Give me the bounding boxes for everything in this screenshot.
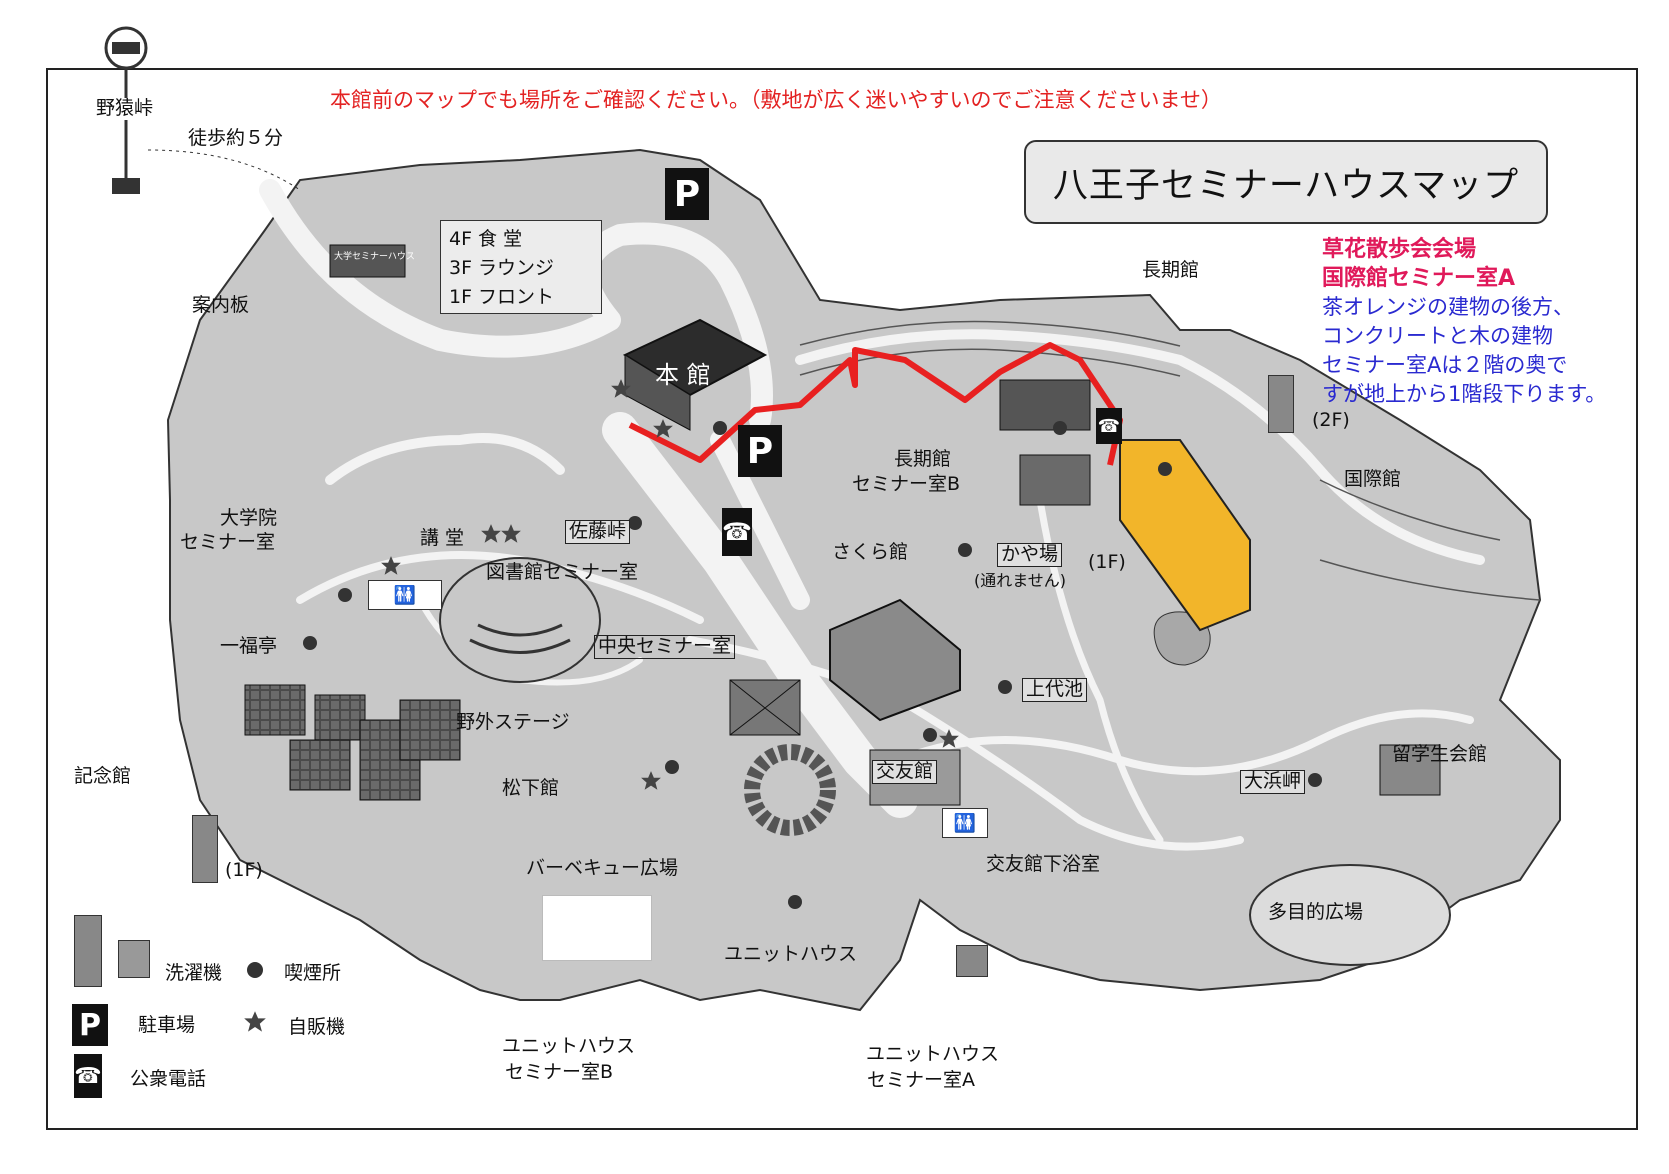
legend-parking: 駐車場 <box>138 1014 196 1036</box>
legend-vending: 自販機 <box>288 1016 346 1038</box>
label-daigakuin-1: 大学院 <box>220 507 278 529</box>
walk-time: 徒歩約５分 <box>188 127 284 149</box>
label-unit-b-2: セミナー室B <box>505 1061 614 1083</box>
venue-desc-2: コンクリートと木の建物 <box>1322 324 1553 348</box>
parking-icon: P <box>72 1004 108 1046</box>
label-kayaba: かや場 <box>997 543 1063 567</box>
label-kokusai-1f: (1F) <box>1088 551 1126 573</box>
label-chuo: 中央セミナー室 <box>594 635 736 659</box>
label-yagai: 野外ステージ <box>456 711 570 733</box>
phone-icon: ☎ <box>74 1054 102 1098</box>
legend-phone: 公衆電話 <box>130 1068 207 1090</box>
venue-info: 草花散歩会会場 国際館セミナー室A 茶オレンジの建物の後方、 コンクリートと木の… <box>1322 235 1606 409</box>
venue-desc-3: セミナー室Aは２階の奥で <box>1322 353 1568 377</box>
label-daigakuin-2: セミナー室 <box>180 531 276 553</box>
floor-3f: 3F ラウンジ <box>449 257 555 279</box>
route-line <box>628 342 1123 466</box>
label-kokusai: 国際館 <box>1344 468 1402 490</box>
washing-machine-icon <box>1268 375 1294 433</box>
label-bbq: バーベキュー広場 <box>526 857 679 879</box>
washing-machine-icon <box>74 915 102 987</box>
label-kinen-1f: (1F) <box>225 859 263 881</box>
venue-desc-4: すが地上から1階段下ります。 <box>1322 382 1607 406</box>
label-toshokan: 図書館セミナー室 <box>486 561 639 583</box>
phone-icon: ☎ <box>722 508 752 556</box>
washing-machine-icon <box>192 815 218 883</box>
label-ryugaku: 留学生会館 <box>1392 743 1488 765</box>
toilet-icon: 🚻 <box>942 808 988 838</box>
legend-smoking: 喫煙所 <box>284 962 342 984</box>
label-matsushita: 松下館 <box>502 777 560 799</box>
parking-icon: P <box>738 425 782 477</box>
label-unit-a-2: セミナー室A <box>867 1069 975 1091</box>
bbq-image <box>542 895 652 961</box>
label-honkan: 本 館 <box>655 361 711 389</box>
label-kamishiro: 上代池 <box>1022 678 1088 702</box>
floor-4f: 4F 食 堂 <box>449 228 523 250</box>
label-unit: ユニットハウス <box>724 943 858 965</box>
venue-room: 国際館セミナー室A <box>1322 266 1516 291</box>
venue-building <box>1119 439 1251 632</box>
label-ippuku: 一福亭 <box>220 635 278 657</box>
label-kokusai-2f: (2F) <box>1312 409 1350 431</box>
label-koyu: 交友館 <box>872 760 938 784</box>
label-choki-seminar-2: セミナー室B <box>852 473 961 495</box>
toilet-icon: 🚻 <box>368 580 442 610</box>
label-kayaba-note: (通れません) <box>974 571 1067 590</box>
label-annai: 案内板 <box>192 294 250 316</box>
parking-icon: P <box>665 168 709 220</box>
label-tamokuteki: 多目的広場 <box>1268 901 1364 923</box>
label-kodo: 講 堂 <box>420 527 465 549</box>
label-unit-a-1: ユニットハウス <box>866 1043 1000 1065</box>
notice-text: 本館前のマップでも場所をご確認ください。（敷地が広く迷いやすいのでご注意ください… <box>330 88 1222 112</box>
map-frame <box>46 68 1638 1130</box>
label-kinen: 記念館 <box>74 765 132 787</box>
venue-event: 草花散歩会会場 <box>1322 237 1477 262</box>
label-sakura: さくら館 <box>832 541 909 563</box>
map-title: 八王子セミナーハウスマップ <box>1024 140 1548 224</box>
legend-laundry: 洗濯機 <box>165 962 223 984</box>
label-choki: 長期館 <box>1142 259 1200 281</box>
label-ohama: 大浜岬 <box>1240 770 1306 794</box>
washing-machine-icon <box>956 945 988 977</box>
campus-ground <box>166 148 1561 1012</box>
floor-1f: 1F フロント <box>449 286 555 308</box>
label-unit-b-1: ユニットハウス <box>502 1035 636 1057</box>
venue-desc-1: 茶オレンジの建物の後方、 <box>1322 295 1574 319</box>
washing-machine-icon <box>118 940 150 978</box>
phone-icon: ☎ <box>1096 408 1122 444</box>
bus-stop-name: 野猿峠 <box>96 97 154 120</box>
label-koyu-bath: 交友館下浴室 <box>986 853 1101 875</box>
label-choki-seminar-1: 長期館 <box>894 448 952 470</box>
label-sato: 佐藤峠 <box>565 520 631 544</box>
sign-board-text: 大学セミナーハウス <box>334 252 415 262</box>
honkan-floor-guide: 4F 食 堂 3F ラウンジ 1F フロント <box>440 220 602 314</box>
